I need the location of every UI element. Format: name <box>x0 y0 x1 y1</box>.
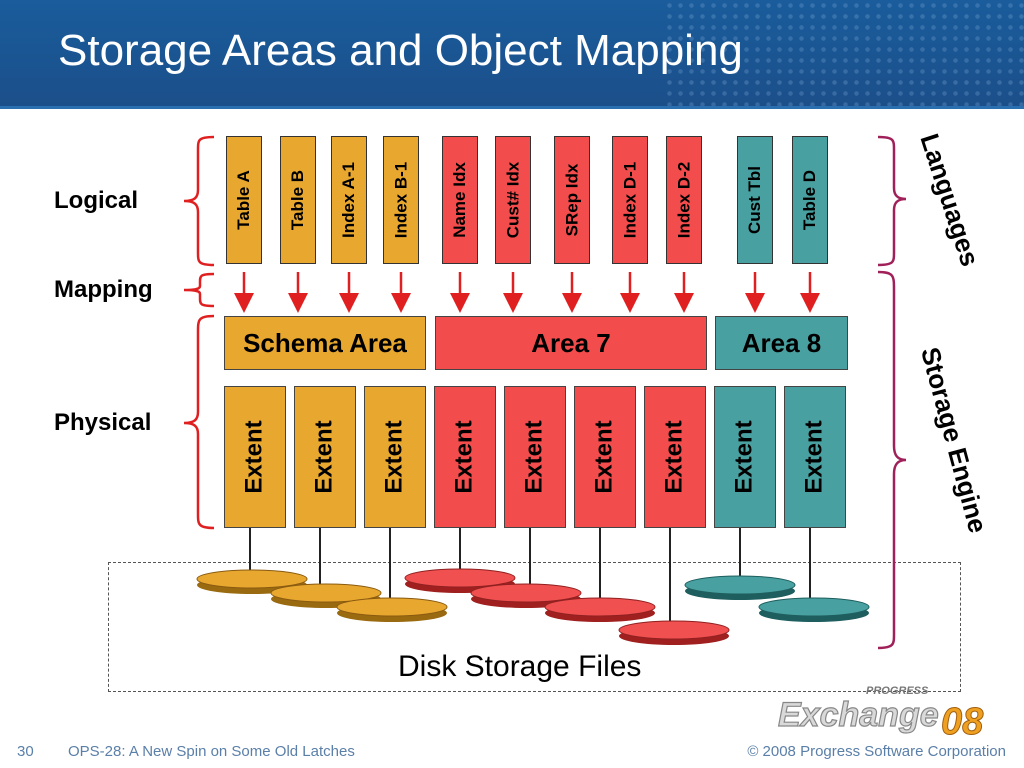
logical-bracket <box>183 135 215 267</box>
logo-year: 08 <box>941 701 984 743</box>
header-dot-pattern <box>664 0 1024 106</box>
header-divider <box>0 106 1024 109</box>
area-8: Area 8 <box>715 316 848 370</box>
object-cust-tbl: Cust Tbl <box>737 136 773 264</box>
object-index-d-2: Index D-2 <box>666 136 702 264</box>
disk-teal-1 <box>684 575 796 600</box>
object-cust-idx: Cust# Idx <box>495 136 531 264</box>
mapping-bracket <box>183 272 215 308</box>
disk-storage-box <box>108 562 961 692</box>
schema-area: Schema Area <box>224 316 426 370</box>
page-number: 30 <box>17 743 34 760</box>
disk-gold-3 <box>336 597 448 622</box>
object-table-b: Table B <box>280 136 316 264</box>
languages-bracket <box>877 135 907 267</box>
object-name-idx: Name Idx <box>442 136 478 264</box>
slide-title: Storage Areas and Object Mapping <box>58 26 743 75</box>
logo-event: Exchange <box>778 696 939 734</box>
mapping-arrows <box>234 272 820 313</box>
object-table-d: Table D <box>792 136 828 264</box>
extent-2: Extent <box>294 386 356 528</box>
disk-red-4 <box>618 620 730 645</box>
object-index-d-1: Index D-1 <box>612 136 648 264</box>
disk-red-3 <box>544 597 656 622</box>
disk-storage-label: Disk Storage Files <box>398 650 642 683</box>
physical-label: Physical <box>54 409 152 436</box>
logical-label: Logical <box>54 187 139 214</box>
extent-7: Extent <box>644 386 706 528</box>
extent-1: Extent <box>224 386 286 528</box>
storage-engine-bracket <box>877 270 907 650</box>
physical-bracket <box>183 314 215 530</box>
logo-brand: PROGRESS <box>866 685 929 697</box>
object-srep-idx: SRep Idx <box>554 136 590 264</box>
exchange-08-logo: PROGRESS Exchange 08 <box>776 682 996 757</box>
logo-graphic: PROGRESS Exchange 08 <box>777 685 984 744</box>
header-bar <box>0 0 1024 106</box>
object-index-b-1: Index B-1 <box>383 136 419 264</box>
mapping-label: Mapping <box>54 276 153 303</box>
extent-8: Extent <box>714 386 776 528</box>
disk-files <box>196 568 870 645</box>
extent-4: Extent <box>434 386 496 528</box>
extent-disk-connectors <box>249 528 811 628</box>
object-table-a: Table A <box>226 136 262 264</box>
disk-teal-2 <box>758 597 870 622</box>
object-index-a-1: Index A-1 <box>331 136 367 264</box>
copyright: © 2008 Progress Software Corporation <box>747 743 1006 760</box>
extent-3: Extent <box>364 386 426 528</box>
extent-5: Extent <box>504 386 566 528</box>
extent-9: Extent <box>784 386 846 528</box>
session-title: OPS-28: A New Spin on Some Old Latches <box>68 743 355 760</box>
extent-6: Extent <box>574 386 636 528</box>
area-7: Area 7 <box>435 316 707 370</box>
